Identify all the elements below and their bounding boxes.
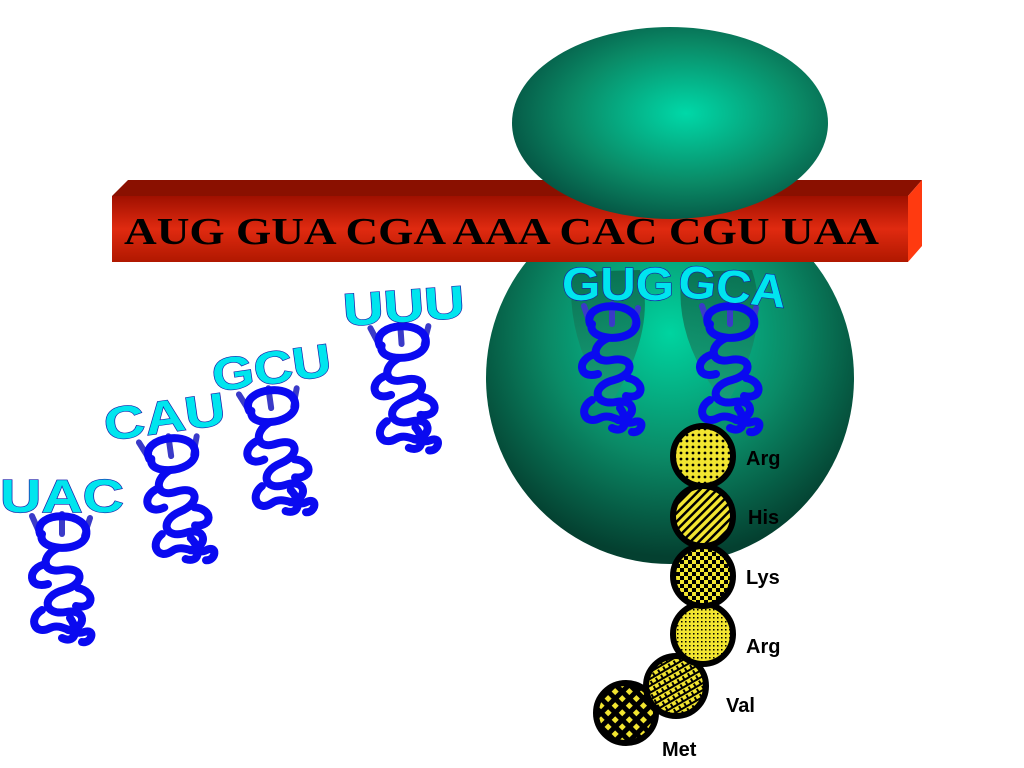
anticodon-label: UUU bbox=[341, 276, 466, 336]
bound-trna-p-site: GUG bbox=[561, 257, 675, 432]
amino-acid-label: Arg bbox=[746, 448, 780, 470]
amino-acid-label: His bbox=[748, 507, 779, 529]
amino-acid-label: Val bbox=[726, 695, 755, 717]
amino-acid-val bbox=[643, 653, 709, 719]
amino-acid-label: Lys bbox=[746, 567, 780, 589]
peptide-chain: Met Val Arg Lys His Arg bbox=[593, 423, 780, 761]
anticodon-label: UAC bbox=[0, 470, 124, 522]
bound-trna-a-site: GCA bbox=[675, 254, 789, 432]
ribosome-small-subunit bbox=[512, 27, 828, 219]
amino-acid-arg bbox=[670, 601, 736, 667]
mrna-strand: AUG GUA CGA AAA CAC CGU UAA bbox=[112, 180, 922, 262]
amino-acid-arg bbox=[670, 423, 736, 489]
anticodon-label: CAU bbox=[101, 382, 229, 450]
amino-acid-his bbox=[670, 483, 736, 549]
anticodon-label: GUG bbox=[562, 258, 674, 310]
free-trna-gcu: GCU bbox=[208, 333, 335, 523]
amino-acid-lys bbox=[670, 543, 736, 609]
amino-acid-label: Met bbox=[662, 739, 697, 761]
anticodon-label: GCU bbox=[209, 334, 335, 402]
mrna-sequence: AUG GUA CGA AAA CAC CGU UAA bbox=[124, 211, 880, 253]
free-trna-uuu: UUU bbox=[341, 275, 467, 456]
anticodon-label: GCA bbox=[676, 255, 789, 318]
free-trna-uac: UAC bbox=[0, 469, 125, 642]
amino-acid-label: Arg bbox=[746, 636, 780, 658]
amino-acid-met bbox=[593, 680, 659, 746]
